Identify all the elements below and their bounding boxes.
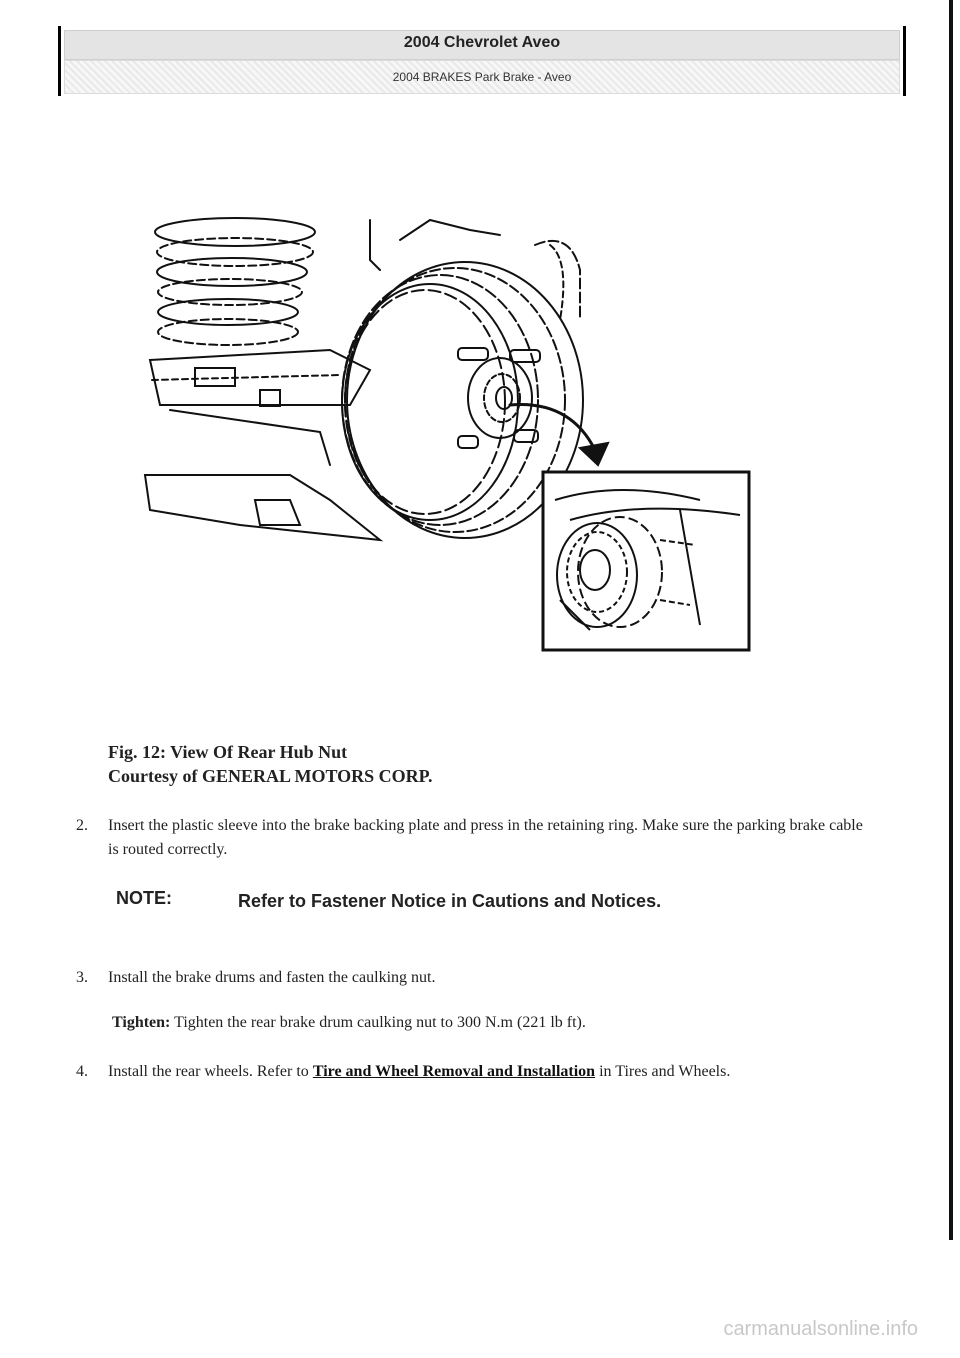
header-left-rule <box>58 26 61 96</box>
site-watermark: carmanualsonline.info <box>723 1318 918 1340</box>
step-text: Insert the plastic sleeve into the brake… <box>108 817 863 858</box>
hub-and-studs <box>457 347 541 449</box>
right-edge-bar <box>941 0 960 1240</box>
header-subtitle-band <box>64 60 900 94</box>
step-text: Install the rear wheels. Refer to Tire a… <box>108 1060 876 1084</box>
tighten-text: Tighten the rear brake drum caulking nut… <box>170 1014 586 1031</box>
page-header: 2004 Chevrolet Aveo 2004 BRAKES Park Bra… <box>58 26 906 96</box>
hub-nut-detail-inset <box>541 470 751 652</box>
figure-caption-credit: Courtesy of GENERAL MOTORS CORP. <box>108 766 433 786</box>
step-4-post: in Tires and Wheels. <box>595 1063 731 1080</box>
rear-hub-nut-illustration <box>143 217 751 652</box>
step-text: Install the brake drums and fasten the c… <box>108 969 436 986</box>
step-number: 3. <box>76 969 88 986</box>
tighten-label: Tighten: <box>112 1014 171 1031</box>
step-4-pre: Install the rear wheels. Refer to <box>108 1063 313 1080</box>
figure-caption-title: Fig. 12: View Of Rear Hub Nut <box>108 742 348 762</box>
brake-drum <box>341 261 584 539</box>
step-number: 4. <box>76 1063 88 1080</box>
document-subtitle: 2004 BRAKES Park Brake - Aveo <box>392 70 572 84</box>
tighten-spec: Tighten: Tighten the rear brake drum cau… <box>112 1014 586 1032</box>
step-4: 4. Install the rear wheels. Refer to Tir… <box>76 1060 876 1084</box>
document-title: 2004 Chevrolet Aveo <box>403 34 561 51</box>
note-text: Refer to Fastener Notice in Cautions and… <box>238 891 662 911</box>
step-3: 3. Install the brake drums and fasten th… <box>76 966 876 990</box>
note-label: NOTE: <box>116 888 172 908</box>
coil-spring <box>154 217 316 346</box>
step-2: 2. Insert the plastic sleeve into the br… <box>76 814 876 862</box>
header-title-band <box>64 30 900 60</box>
step-number: 2. <box>76 817 88 834</box>
tire-wheel-removal-link[interactable]: Tire and Wheel Removal and Installation <box>312 1063 596 1080</box>
header-right-rule <box>903 26 906 96</box>
